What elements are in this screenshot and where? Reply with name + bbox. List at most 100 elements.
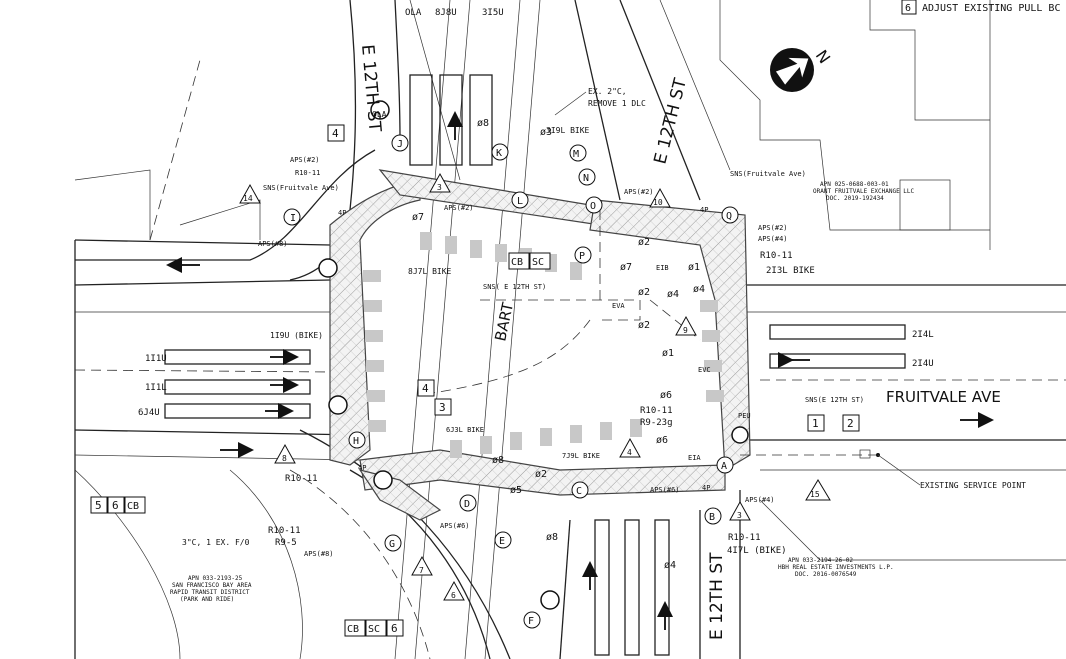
triangle-10: 10: [649, 187, 671, 208]
apn-right-bottom: APN 033-2194-26-02 HBH REAL ESTATE INVES…: [778, 557, 894, 578]
svg-text:A: A: [721, 461, 727, 472]
svg-text:SAN FRANCISCO BAY AREA: SAN FRANCISCO BAY AREA: [172, 582, 252, 589]
svg-text:2I3L BIKE: 2I3L BIKE: [766, 266, 815, 276]
triangle-9: 9: [675, 315, 697, 336]
svg-text:APN 033-2193-25: APN 033-2193-25: [188, 575, 243, 582]
north-arrow-icon: N: [770, 46, 834, 92]
callout-ex2c: EX. 2"C,: [588, 87, 627, 96]
svg-text:ø4: ø4: [693, 284, 705, 295]
parcel-outlines-left: [74, 59, 261, 241]
parcel-outlines-right: [719, 0, 1066, 561]
apn-left-bottom: APN 033-2193-25 SAN FRANCISCO BAY AREA R…: [170, 575, 252, 603]
svg-text:L: L: [517, 196, 523, 207]
svg-text:15: 15: [810, 490, 820, 499]
svg-text:3: 3: [437, 183, 442, 192]
svg-text:2: 2: [847, 417, 854, 430]
svg-text:SNS(Fruitvale Ave): SNS(Fruitvale Ave): [730, 170, 806, 178]
svg-text:8: 8: [282, 454, 287, 463]
svg-text:DOC. 2016-0076549: DOC. 2016-0076549: [795, 571, 857, 578]
marker-e: E: [494, 531, 512, 549]
svg-text:M: M: [573, 149, 579, 160]
svg-text:SNS(E 12TH ST): SNS(E 12TH ST): [805, 396, 864, 404]
svg-text:4: 4: [422, 382, 429, 395]
marker-i: I: [283, 208, 301, 226]
svg-text:SNS(Fruitvale Ave): SNS(Fruitvale Ave): [263, 184, 339, 192]
street-name-bart: BART: [491, 300, 517, 343]
svg-text:ø2: ø2: [638, 287, 650, 298]
svg-text:6J3L BIKE: 6J3L BIKE: [446, 426, 484, 434]
svg-text:4P: 4P: [700, 206, 708, 214]
svg-text:OLA: OLA: [405, 8, 422, 18]
svg-text:R10-11: R10-11: [640, 406, 673, 416]
aps-labels: APS(#2) APS(#2) APS(#2) APS(#2) APS(#4) …: [258, 156, 788, 558]
letter-markers: A B C D E F G H I J K L M N O P Q: [283, 134, 739, 629]
street-name-e12th-upper-right: E 12TH ST: [650, 76, 691, 166]
svg-text:ø5: ø5: [510, 485, 522, 496]
marker-n: N: [578, 168, 596, 186]
svg-text:EIB: EIB: [656, 264, 669, 272]
callout-notes: EX. 2"C, REMOVE 1 DLC EXISTING SERVICE P…: [182, 87, 1026, 547]
svg-text:E: E: [499, 536, 505, 547]
svg-text:G: G: [389, 539, 395, 550]
svg-text:CB: CB: [127, 501, 139, 512]
svg-text:6: 6: [391, 622, 398, 635]
boxed-notes: 4 4 3 1 2 5 6 CB CB SC CB SC 6: [90, 124, 860, 637]
box-1: 1: [807, 414, 825, 432]
svg-text:R9-23g: R9-23g: [640, 418, 673, 428]
svg-text:EVA: EVA: [612, 302, 625, 310]
header-note-text: ADJUST EXISTING PULL BC: [922, 3, 1060, 14]
svg-text:6: 6: [112, 499, 119, 512]
triangle-7: 7: [411, 555, 433, 576]
svg-text:6J4U: 6J4U: [138, 408, 160, 418]
svg-text:OLA: OLA: [372, 110, 387, 119]
top-lane-labels: OLA 8J8U 3I5U OLA: [372, 8, 504, 119]
svg-text:4P: 4P: [338, 209, 346, 217]
svg-text:D: D: [464, 499, 470, 510]
svg-text:ø2: ø2: [535, 469, 547, 480]
svg-text:4: 4: [627, 448, 632, 457]
svg-text:APS(#2): APS(#2): [624, 188, 654, 196]
svg-text:3I9L BIKE: 3I9L BIKE: [546, 126, 590, 135]
svg-text:Q: Q: [726, 211, 732, 222]
svg-text:8J8U: 8J8U: [435, 8, 457, 18]
lane-labels: 1I1U 1I1L 6J4U 2I4L 2I4U 1I9U (BIKE) 2I3…: [138, 126, 934, 556]
marker-h: H: [348, 431, 366, 449]
svg-text:HBH REAL ESTATE INVESTMENTS L.: HBH REAL ESTATE INVESTMENTS L.P.: [778, 564, 894, 571]
box-2: 2: [842, 414, 860, 432]
drawing-frame: [74, 0, 991, 659]
svg-text:O: O: [590, 201, 596, 212]
svg-text:SNS( E 12TH ST): SNS( E 12TH ST): [483, 283, 546, 291]
svg-text:10: 10: [653, 198, 663, 207]
svg-text:APN 025-0688-003-01: APN 025-0688-003-01: [820, 181, 889, 188]
reg-sign-labels: R10-11 R10-11 R10-11 R10-11 R10-11 R10-1…: [268, 169, 793, 548]
svg-text:R10-11: R10-11: [760, 251, 793, 261]
svg-text:9: 9: [683, 326, 688, 335]
marker-b: B: [704, 507, 722, 525]
svg-text:ø3: ø3: [540, 127, 552, 138]
svg-text:CB: CB: [511, 257, 523, 268]
svg-text:C: C: [576, 486, 582, 497]
svg-text:APS(#2): APS(#2): [290, 156, 320, 164]
triangle-notes: 14 3 10 9 8 7 4 3 6 15: [239, 172, 831, 601]
svg-text:F: F: [528, 616, 534, 627]
marker-p: P: [574, 246, 592, 264]
marker-j: J: [391, 134, 409, 152]
svg-text:8J7L BIKE: 8J7L BIKE: [408, 267, 452, 276]
marker-k: K: [491, 143, 509, 161]
svg-text:(PARK AND RIDE): (PARK AND RIDE): [180, 596, 234, 603]
svg-text:SC: SC: [368, 624, 380, 635]
marker-q: Q: [721, 206, 739, 224]
box-3: 3: [434, 398, 452, 416]
callout-remove: REMOVE 1 DLC: [588, 99, 646, 108]
fruitvale-ave-roadway: [74, 239, 1066, 461]
sidewalk-corners: [329, 169, 751, 521]
svg-text:6: 6: [451, 591, 456, 600]
triangle-8: 8: [274, 443, 296, 464]
north-label: N: [812, 46, 834, 67]
triangle-3-bottom: 3: [729, 500, 751, 521]
svg-text:ø1: ø1: [662, 348, 674, 359]
callout-existing-service: EXISTING SERVICE POINT: [920, 481, 1026, 490]
triangle-6: 6: [443, 580, 465, 601]
triangle-14: 14: [239, 183, 261, 204]
